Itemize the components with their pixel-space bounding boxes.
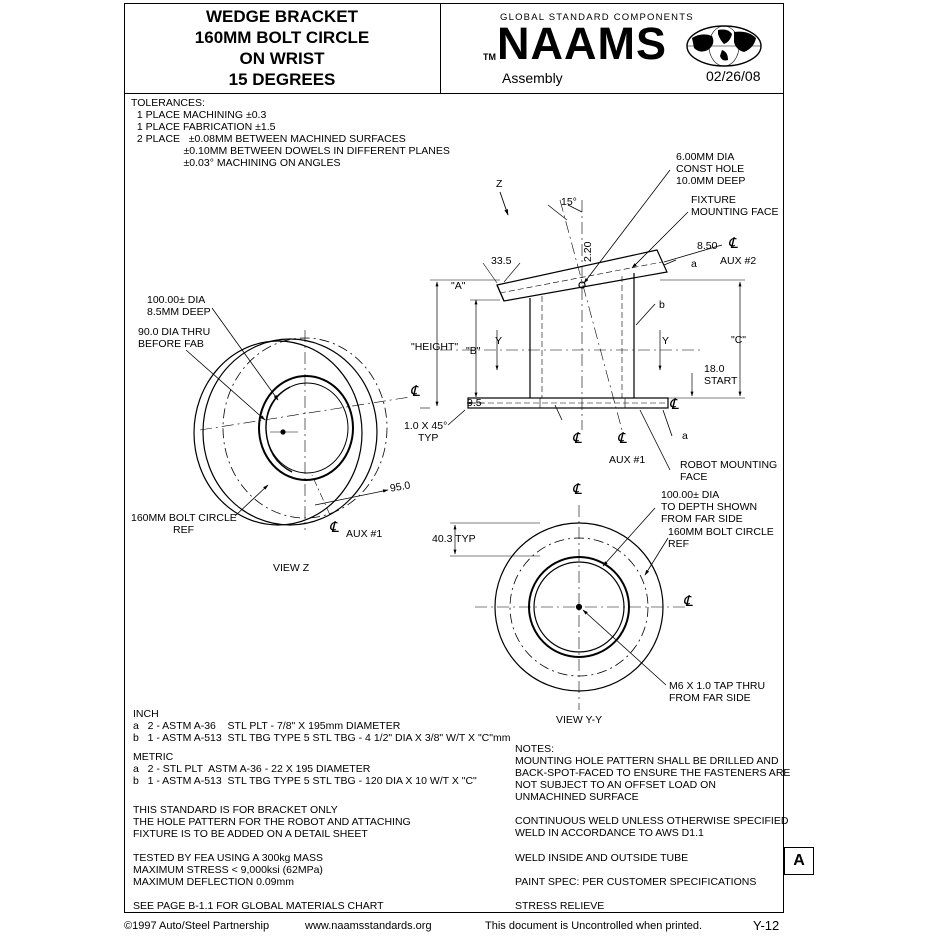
inch-heading: INCH (133, 708, 159, 720)
centerline-symbol: ℄ (669, 396, 679, 413)
view-yy-label: VIEW Y-Y (556, 714, 603, 726)
side-view-drawing (420, 169, 745, 471)
tolerances-heading: TOLERANCES: (131, 97, 205, 109)
stress-note: STRESS RELIEVE (515, 900, 605, 912)
view-z-label: VIEW Z (273, 562, 310, 574)
section-y-left: Y (495, 335, 503, 347)
globe-logo-icon (686, 25, 762, 67)
section-y-right: Y (662, 335, 670, 347)
centerline-symbol: ℄ (572, 481, 582, 498)
centerline-symbol: ℄ (617, 430, 627, 447)
aux-1-label-z: AUX #1 (346, 528, 383, 540)
material-line: a 2 - STL PLT ASTM A-36 - 22 X 195 DIAME… (133, 763, 371, 775)
header-vertical-divider (440, 3, 441, 93)
tolerance-line: ±0.03° MACHINING ON ANGLES (131, 157, 341, 169)
dim-9-5: 9.5 (467, 397, 482, 409)
copyright: ©1997 Auto/Steel Partnership (124, 920, 270, 932)
dim-2-20: 2.20 (582, 241, 594, 262)
weld-tube-note: WELD INSIDE AND OUTSIDE TUBE (515, 852, 689, 864)
notes-heading: NOTES: (515, 743, 555, 755)
website-link[interactable]: www.naamsstandards.org (305, 920, 432, 932)
dim-a-label: "A" (451, 280, 466, 292)
title-line: 160MM BOLT CIRCLE (194, 28, 370, 47)
paint-note: PAINT SPEC: PER CUSTOMER SPECIFICATIONS (515, 876, 757, 888)
view-yy-drawing (450, 505, 685, 710)
centerline-symbol: ℄ (683, 593, 693, 610)
materials-inch: INCH a 2 - ASTM A-36 STL PLT - 7/8" X 19… (133, 708, 510, 744)
tolerance-line: ±0.10MM BETWEEN DOWELS IN DIFFERENT PLAN… (131, 145, 450, 157)
centerline-symbol: ℄ (572, 430, 582, 447)
tolerance-line: 2 PLACE ±0.08MM BETWEEN MACHINED SURFACE… (131, 133, 406, 145)
category-label: Assembly (502, 70, 563, 86)
tolerances-block: TOLERANCES: 1 PLACE MACHINING ±0.3 1 PLA… (131, 97, 450, 169)
item-b-label: b (659, 299, 665, 311)
trademark: TM (483, 52, 496, 62)
revision-box: A (784, 847, 814, 875)
page-number: Y-12 (753, 918, 780, 933)
notes-block: NOTES: MOUNTING HOLE PATTERN SHALL BE DR… (515, 743, 791, 803)
aux-1-label-side: AUX #1 (609, 454, 646, 466)
title-line: ON WRIST (239, 49, 325, 68)
item-a-label-lower: a (682, 430, 688, 442)
angle-15-label: 15° (561, 196, 577, 208)
height-label: "HEIGHT" (411, 341, 459, 353)
centerline-symbol: ℄ (728, 235, 738, 252)
material-line: b 1 - ASTM A-513 STL TBG TYPE 5 STL TBG … (133, 775, 477, 787)
centerline-symbol: ℄ (410, 383, 420, 400)
centerline-symbol: ℄ (329, 519, 339, 536)
material-line: b 1 - ASTM A-513 STL TBG TYPE 5 STL TBG … (133, 732, 511, 744)
drawing-frame (124, 3, 784, 913)
brand-logo-text: NAAMS (497, 18, 667, 69)
weld-note: CONTINUOUS WELD UNLESS OTHERWISE SPECIFI… (515, 815, 789, 839)
tolerance-line: 1 PLACE FABRICATION ±1.5 (131, 121, 276, 133)
dim-8-50: 8.50 (697, 240, 718, 252)
dim-b-label: "B" (466, 345, 481, 357)
item-a-label: a (691, 258, 697, 270)
chamfer-note: 1.0 X 45°TYP (404, 420, 448, 444)
company-tagline: GLOBAL STANDARD COMPONENTS (500, 12, 694, 23)
metric-heading: METRIC (133, 751, 174, 763)
dim-c-label: "C" (731, 334, 747, 346)
dim-33-5: 33.5 (491, 255, 512, 267)
view-z-drawing (185, 307, 411, 530)
drawing-title: WEDGE BRACKET 160MM BOLT CIRCLE ON WRIST… (124, 6, 440, 90)
uncontrolled-note: This document is Uncontrolled when print… (485, 920, 703, 932)
materials-chart-note: SEE PAGE B-1.1 FOR GLOBAL MATERIALS CHAR… (133, 900, 384, 912)
dim-40-3: 40.3 TYP (432, 533, 476, 545)
aux-2-label: AUX #2 (720, 255, 757, 267)
material-line: a 2 - ASTM A-36 STL PLT - 7/8" X 195mm D… (133, 720, 401, 732)
header-divider (124, 93, 784, 94)
title-line: 15 DEGREES (228, 70, 336, 89)
title-line: WEDGE BRACKET (205, 7, 359, 26)
view-z-arrow-label: Z (496, 178, 503, 190)
revision-date: 02/26/08 (706, 68, 761, 84)
tolerance-line: 1 PLACE MACHINING ±0.3 (131, 109, 267, 121)
materials-metric: METRIC a 2 - STL PLT ASTM A-36 - 22 X 19… (133, 751, 477, 787)
